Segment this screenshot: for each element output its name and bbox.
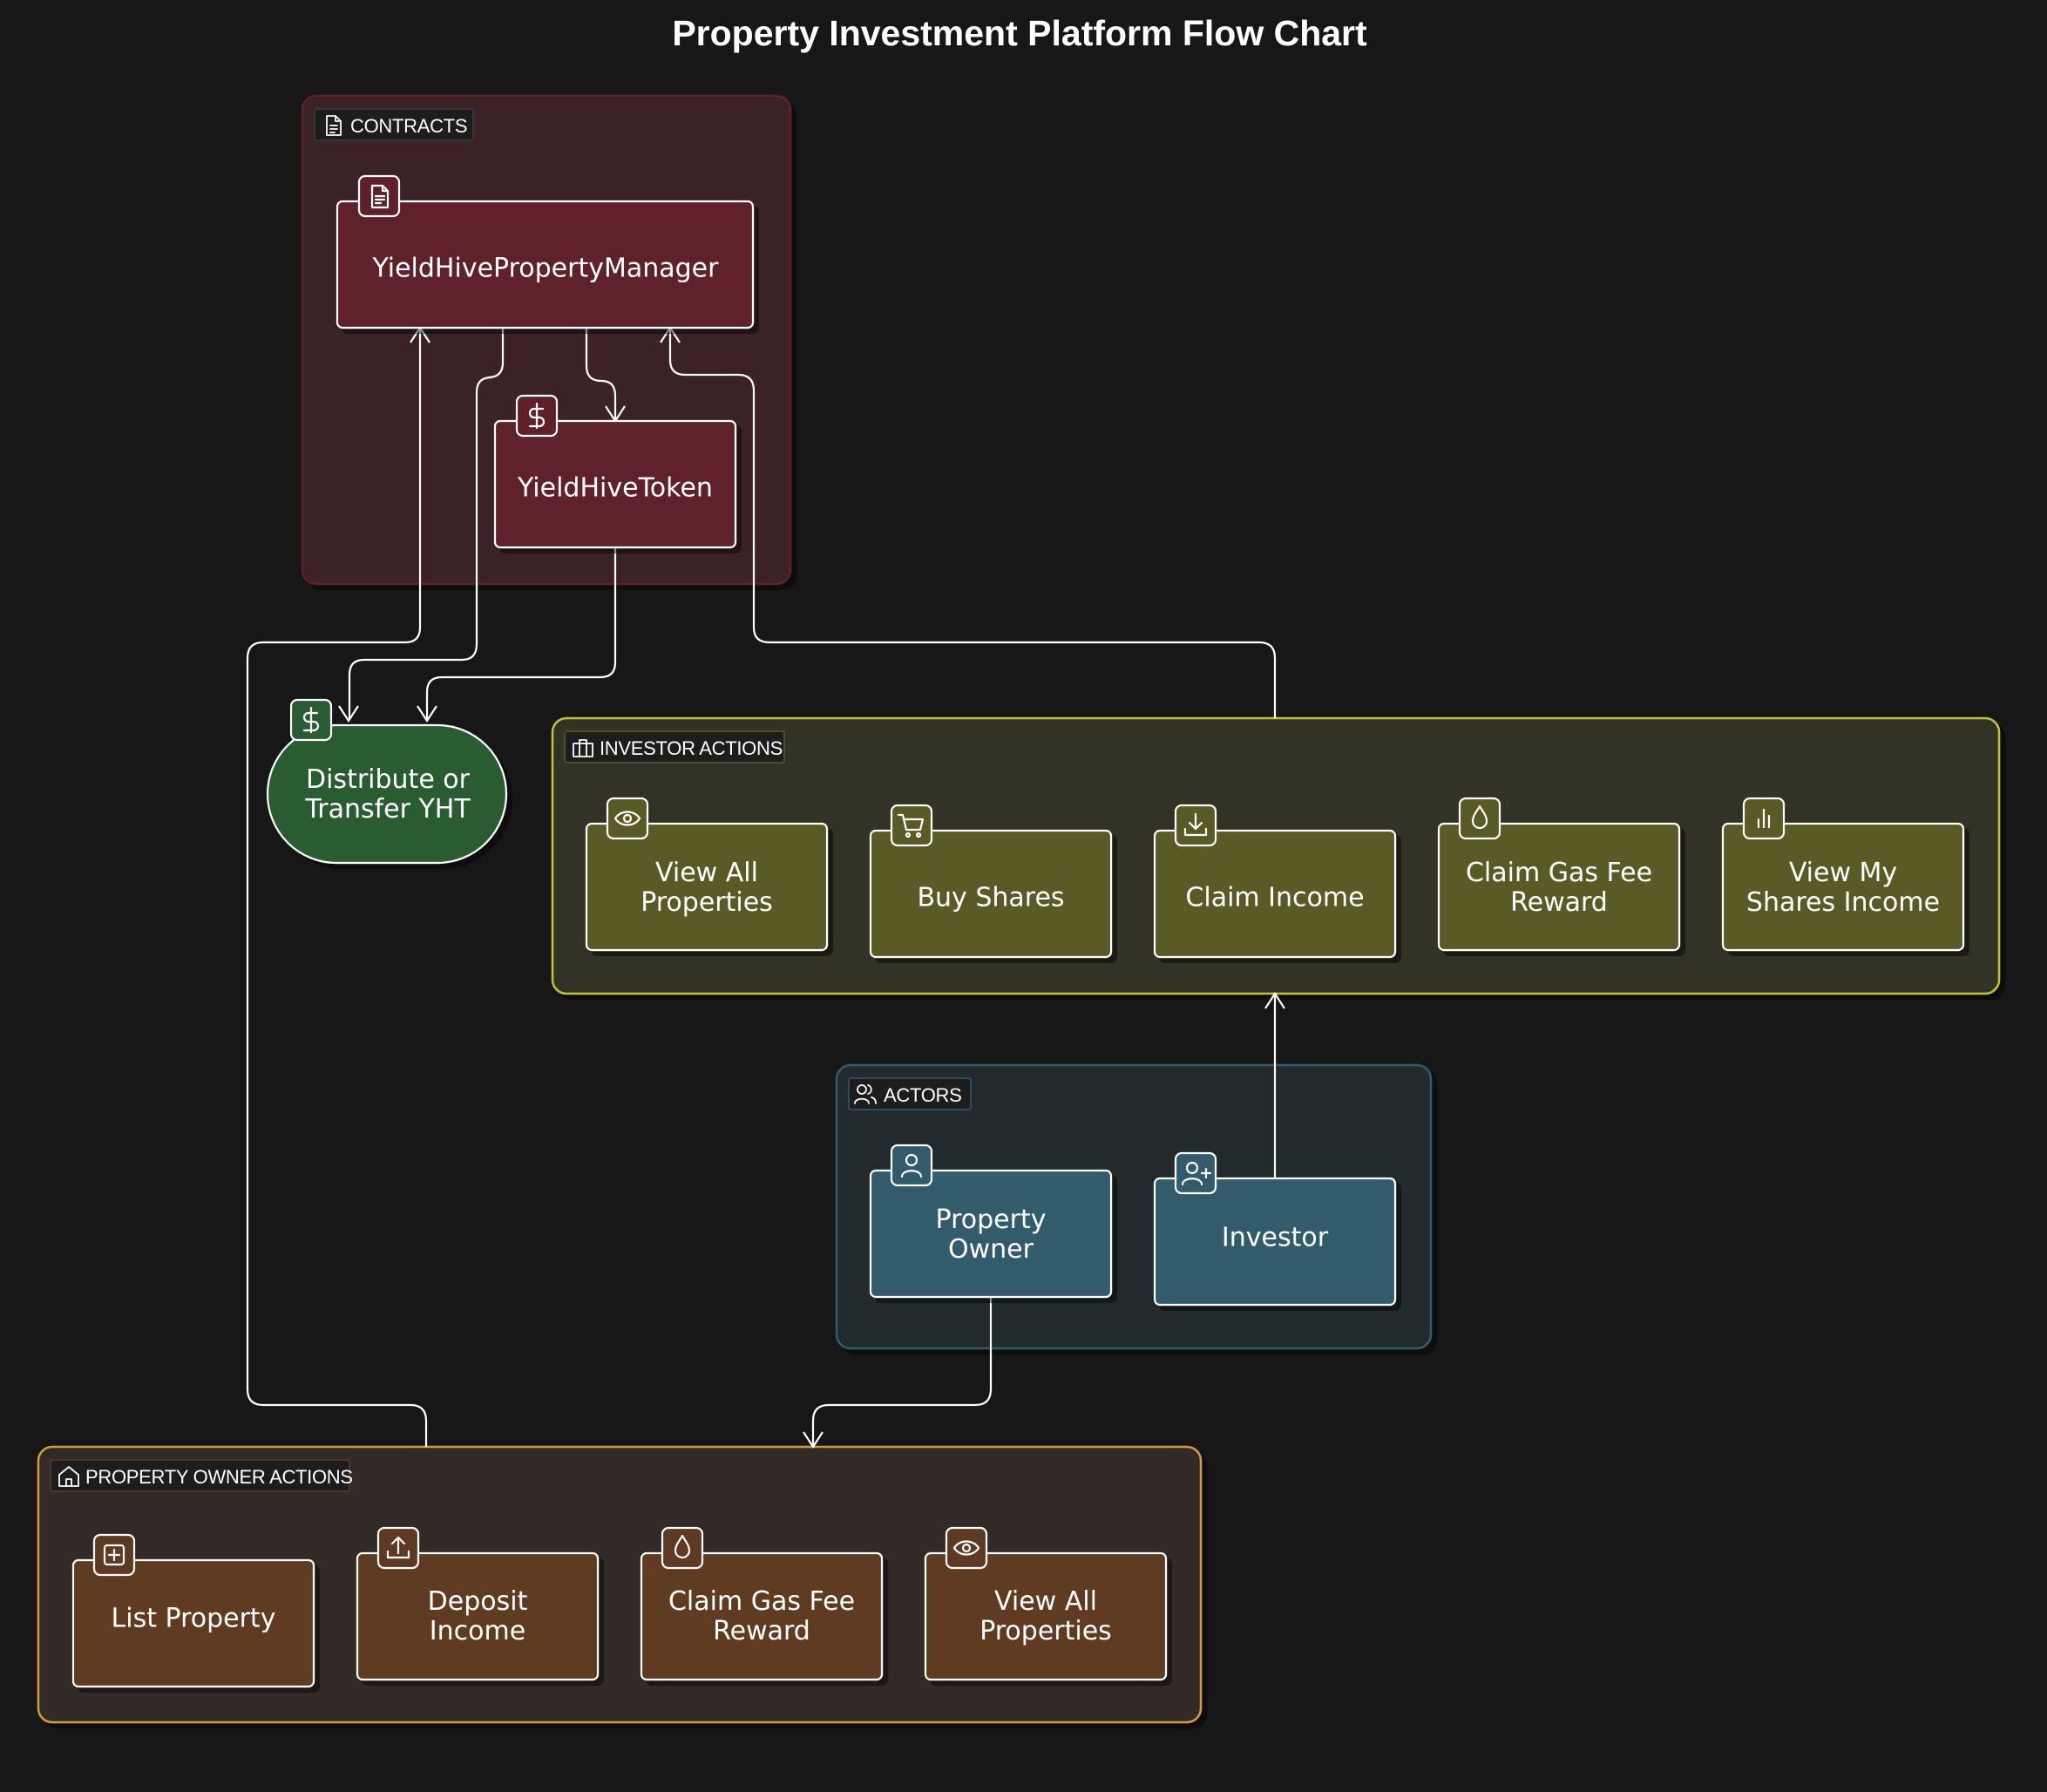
drop-icon — [661, 1526, 704, 1570]
node-view-all-properties-owner[interactable]: View All Properties — [924, 1526, 1168, 1681]
user-plus-icon — [1174, 1151, 1217, 1195]
cart-icon — [890, 804, 933, 847]
arrowhead — [338, 705, 359, 723]
node-label: YieldHivePropertyManager — [372, 254, 720, 284]
group-owner-tag: PROPERTY OWNER ACTIONS — [50, 1459, 353, 1492]
node-label: YieldHiveToken — [517, 473, 713, 504]
node-deposit-income[interactable]: Deposit Income — [356, 1526, 600, 1681]
download-icon — [1174, 804, 1217, 847]
node-label: Claim Income — [1185, 883, 1364, 913]
node-label-line2: Reward — [713, 1616, 810, 1646]
file-icon — [326, 115, 342, 136]
arrowhead — [417, 705, 437, 723]
arrowhead — [1264, 991, 1285, 1009]
node-label: List Property — [112, 1604, 276, 1634]
node-label-line1: Distribute or — [306, 764, 471, 795]
plus-square-icon — [92, 1533, 136, 1577]
node-label-line1: Claim Gas Fee — [668, 1586, 855, 1617]
node-label-line1: View All — [655, 858, 758, 888]
group-investor-label: INVESTOR ACTIONS — [600, 737, 783, 759]
node-distribute-transfer[interactable]: Distribute or Transfer YHT — [266, 698, 508, 865]
bar-chart-icon — [1742, 797, 1786, 840]
upload-icon — [376, 1526, 420, 1570]
users-icon — [854, 1084, 877, 1104]
node-label-line2: Properties — [979, 1616, 1112, 1646]
group-investor-tag: INVESTOR ACTIONS — [564, 730, 785, 764]
node-claim-gas-fee-investor[interactable]: Claim Gas Fee Reward — [1437, 797, 1681, 952]
edge-investor-actions-manager — [668, 328, 1277, 718]
node-label-line1: View My — [1789, 858, 1897, 888]
home-icon — [58, 1466, 79, 1487]
node-claim-income[interactable]: Claim Income — [1153, 804, 1397, 959]
node-claim-gas-fee-owner[interactable]: Claim Gas Fee Reward — [640, 1526, 884, 1681]
node-label-line1: Property — [936, 1205, 1047, 1235]
node-label-line2: Income — [430, 1616, 525, 1646]
group-actors-label: ACTORS — [884, 1084, 961, 1106]
edge-manager-distribute — [348, 328, 505, 720]
node-label: Investor — [1222, 1223, 1329, 1253]
file-icon — [357, 174, 401, 218]
group-owner-actions: PROPERTY OWNER ACTIONS — [37, 1445, 1203, 1724]
node-label-line1: View All — [994, 1586, 1097, 1617]
edge-manager-token — [585, 328, 617, 420]
node-property-owner[interactable]: Property Owner — [869, 1144, 1113, 1299]
node-yieldhive-property-manager[interactable]: YieldHivePropertyManager — [336, 174, 755, 329]
node-list-property[interactable]: List Property — [71, 1533, 315, 1688]
node-label-line1: Deposit — [428, 1586, 528, 1617]
node-label-line2: Properties — [641, 887, 773, 918]
edge-list-property-manager — [246, 328, 428, 1447]
node-buy-shares[interactable]: Buy Shares — [869, 804, 1113, 959]
node-label-line2: Shares Income — [1746, 887, 1940, 918]
node-investor[interactable]: Investor — [1153, 1151, 1397, 1307]
arrowhead — [803, 1431, 824, 1449]
group-actors-tag: ACTORS — [848, 1077, 972, 1110]
node-view-all-properties-investor[interactable]: View All Properties — [585, 797, 829, 952]
node-label-line2: Transfer YHT — [304, 794, 471, 825]
eye-icon — [606, 797, 649, 840]
briefcase-icon — [573, 739, 593, 757]
dollar-icon — [515, 394, 559, 438]
node-label-line2: Reward — [1510, 887, 1608, 918]
node-label: Buy Shares — [917, 883, 1064, 913]
node-label-line2: Owner — [948, 1234, 1034, 1265]
group-contracts-label: CONTRACTS — [350, 115, 467, 137]
edge-token-distribute — [425, 547, 617, 720]
dollar-icon — [289, 698, 333, 742]
group-owner-label: PROPERTY OWNER ACTIONS — [85, 1466, 353, 1488]
group-contracts-tag: CONTRACTS — [314, 108, 474, 141]
user-icon — [890, 1144, 933, 1187]
node-label-line1: Claim Gas Fee — [1466, 858, 1652, 888]
edge-owner-actions — [811, 1297, 993, 1447]
drop-icon — [1458, 797, 1501, 840]
node-yieldhive-token[interactable]: YieldHiveToken — [493, 394, 737, 549]
eye-icon — [945, 1526, 988, 1570]
diagram-title: Property Investment Platform Flow Chart — [672, 13, 1367, 53]
node-view-my-shares-income[interactable]: View My Shares Income — [1721, 797, 1965, 952]
